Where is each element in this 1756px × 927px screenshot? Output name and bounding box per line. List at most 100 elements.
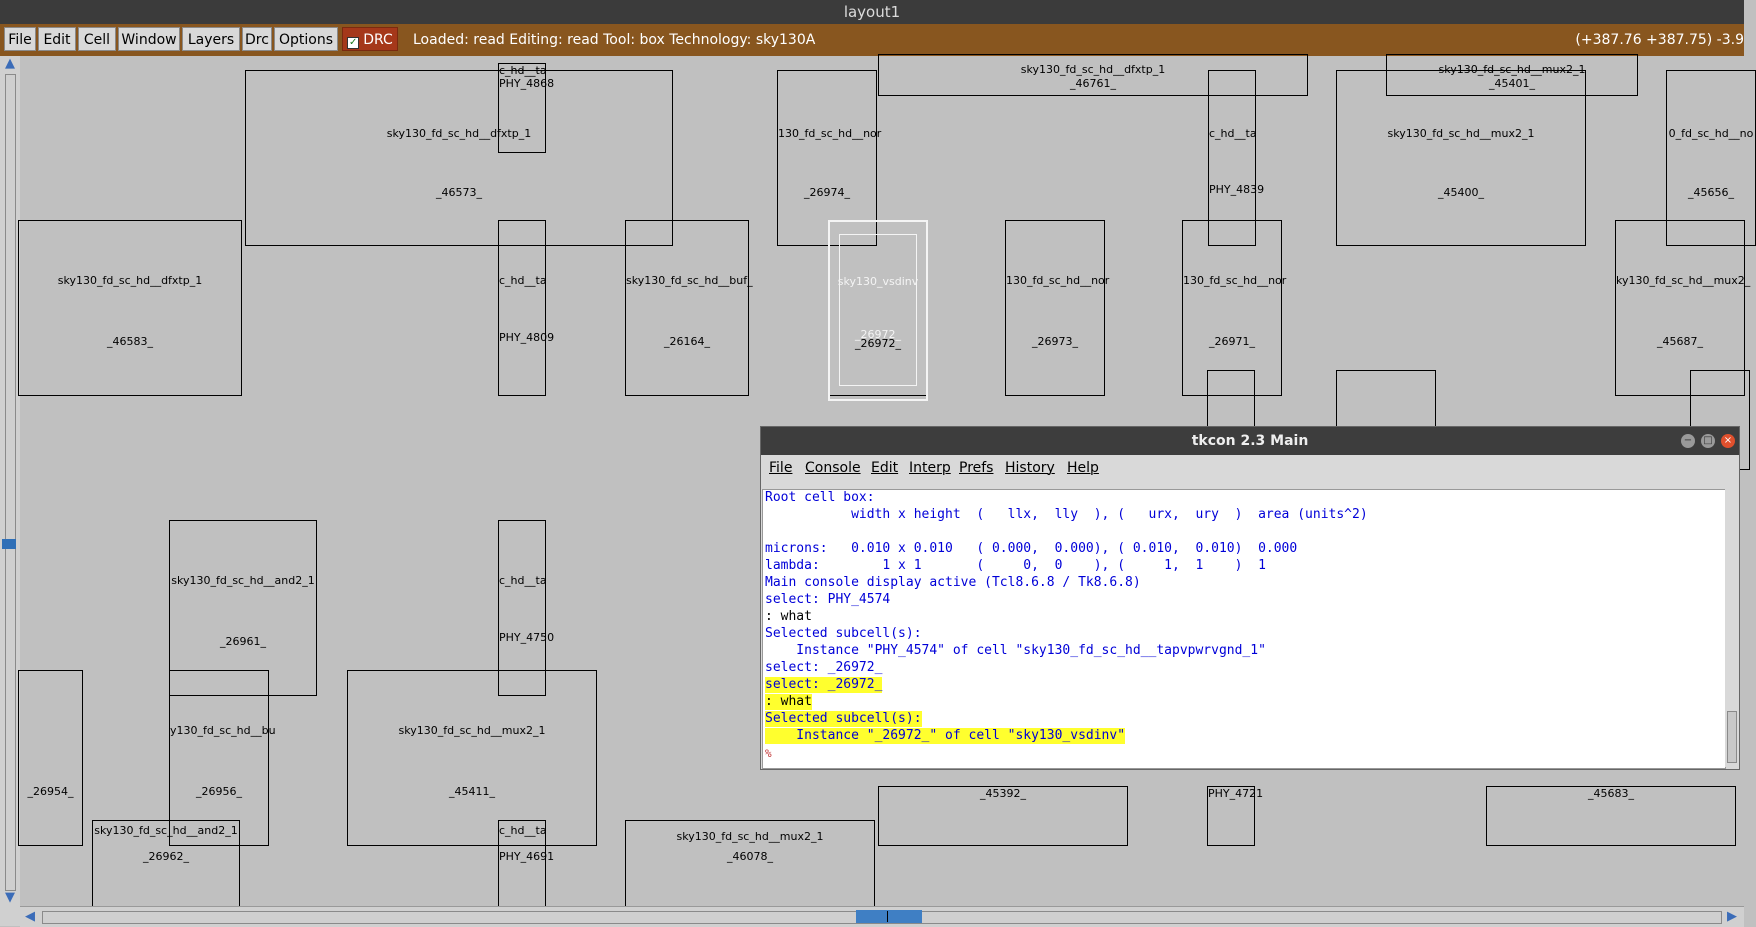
cursor-coordinates: (+387.76 +387.75) -3.9 (1575, 32, 1744, 48)
scroll-up-icon[interactable]: ▲ (5, 56, 15, 71)
console-output[interactable]: Root cell box: width x height ( llx, lly… (762, 489, 1726, 769)
cell-id: PHY_4839 (1209, 183, 1265, 196)
horizontal-scroll-thumb[interactable] (856, 910, 922, 923)
cell-name: sky130_vsdinv (837, 275, 919, 288)
cell-id: _46573_ (436, 186, 482, 199)
overlap-label: _26972_ (855, 328, 901, 341)
scroll-down-icon[interactable]: ▼ (5, 890, 15, 905)
layout-cell[interactable]: _45683_ (1486, 786, 1736, 846)
cell-id: _26962_ (143, 850, 189, 863)
tkcon-menu-interp[interactable]: Interp (909, 460, 951, 476)
menu-window[interactable]: Window (118, 27, 180, 51)
cell-id: _46078_ (727, 850, 773, 863)
layout-cell[interactable]: _26954_ (18, 670, 83, 846)
scroll-left-icon[interactable]: ◀ (25, 909, 35, 924)
console-line: Selected subcell(s): (765, 626, 922, 641)
layout-cell[interactable]: c_hd__ta PHY_4868 (498, 63, 555, 153)
scroll-right-icon[interactable]: ▶ (1727, 909, 1737, 924)
cell-name: sky130_fd_sc_hd__mux2_1 (676, 830, 824, 843)
layout-cell[interactable]: sky130_fd_sc_hd__and2_1 _26962_ (92, 820, 240, 920)
layout-cell[interactable]: y130_fd_sc_hd__bu _26956_ (169, 670, 276, 846)
console-scroll-thumb[interactable] (1727, 711, 1737, 763)
layout-cell[interactable]: sky130_fd_sc_hd__dfxtp_1 _46583_ (18, 220, 242, 396)
layout-cell[interactable]: c_hd__ta PHY_4809 (498, 220, 555, 396)
console-line: width x height ( llx, lly ), ( urx, ury … (765, 507, 1368, 522)
cell-id: _26164_ (664, 335, 710, 348)
cell-name: sky130_fd_sc_hd__mux2_1 (398, 724, 546, 737)
cell-id: PHY_4721 (1208, 787, 1264, 800)
cell-id: _26961_ (220, 635, 266, 648)
layout-cell[interactable]: sky130_fd_sc_hd__and2_1 _26961_ (169, 520, 317, 696)
tkcon-menu-help[interactable]: Help (1067, 460, 1099, 476)
vertical-scroll-track[interactable] (5, 74, 16, 891)
cell-id: _45411_ (449, 785, 495, 798)
cell-name: sky130_fd_sc_hd__dfxtp_1 (57, 274, 203, 287)
layout-cell[interactable]: 130_fd_sc_hd__nor _26973_ (1005, 220, 1109, 396)
check-icon: ✓ (347, 37, 360, 49)
cell-name: y130_fd_sc_hd__bu (170, 724, 276, 737)
console-line: select: PHY_4574 (765, 592, 891, 607)
cell-name: sky130_fd_sc_hd__buf_ (626, 274, 753, 287)
layout-cell[interactable]: sky130_fd_sc_hd__mux2_1 _45411_ (347, 670, 597, 846)
zoom-minus-icon[interactable] (2, 539, 16, 549)
console-line: Root cell box: (765, 490, 875, 505)
console-scrollbar[interactable] (1725, 489, 1737, 767)
horizontal-scrollbar[interactable]: ◀ ▶ (20, 906, 1744, 927)
status-text: Loaded: read Editing: read Tool: box Tec… (413, 32, 816, 48)
cell-name: c_hd__ta (1209, 127, 1257, 140)
tkcon-menu-console[interactable]: Console (805, 460, 861, 476)
layout-cell[interactable]: c_hd__ta PHY_4750 (498, 520, 555, 696)
cursor-box (839, 234, 917, 386)
layout-cell[interactable]: c_hd__ta PHY_4839 (1208, 70, 1265, 246)
cell-name: sky130_fd_sc_hd__dfxtp_1 (1020, 63, 1166, 76)
tkcon-menu-prefs[interactable]: Prefs (959, 460, 994, 476)
layout-cell[interactable]: PHY_4721 (1207, 786, 1264, 846)
cell-name: 130_fd_sc_hd__nor (1183, 274, 1287, 287)
cell-id: _26956_ (196, 785, 242, 798)
cell-id: PHY_4809 (499, 331, 555, 344)
minimize-icon[interactable]: − (1681, 434, 1695, 448)
layout-cell[interactable]: ky130_fd_sc_hd__mux2_ _45687_ (1615, 220, 1751, 396)
tkcon-menu-edit[interactable]: Edit (871, 460, 899, 476)
console-line: lambda: 1 x 1 ( 0, 0 ), ( 1, 1 ) 1 (765, 558, 1266, 573)
layout-cell[interactable]: sky130_fd_sc_hd__buf_ _26164_ (625, 220, 753, 396)
layout-cell[interactable]: sky130_fd_sc_hd__mux2_1 _45400_ (1336, 70, 1586, 246)
layout-cell[interactable]: c_hd__ta PHY_4691 (498, 820, 555, 920)
cell-id: PHY_4868 (499, 77, 555, 90)
menu-bar: File Edit Cell Window Layers Drc Options… (0, 24, 1744, 56)
layout-cell[interactable]: 130_fd_sc_hd__nor _26974_ (777, 70, 881, 246)
cell-id: _26973_ (1032, 335, 1078, 348)
console-line-highlighted: Selected subcell(s): (765, 711, 922, 727)
cell-id: PHY_4691 (499, 850, 555, 863)
cell-id: _45392_ (980, 787, 1026, 800)
tkcon-menu-history[interactable]: History (1005, 460, 1055, 476)
cell-id: _26972_ (855, 337, 901, 350)
cell-id: _26974_ (804, 186, 850, 199)
menu-layers[interactable]: Layers (182, 27, 240, 51)
console-prompt[interactable]: % (765, 747, 772, 760)
cell-id: _45683_ (1588, 787, 1634, 800)
layout-cell[interactable]: _45392_ (878, 786, 1128, 846)
layout-cell[interactable]: sky130_fd_sc_hd__mux2_1 _46078_ (625, 820, 875, 920)
cell-name: sky130_fd_sc_hd__dfxtp_1 (386, 127, 532, 140)
tkcon-menu-file[interactable]: File (769, 460, 793, 476)
menu-file[interactable]: File (4, 27, 36, 51)
menu-options[interactable]: Options (274, 27, 338, 51)
layout-cell[interactable]: sky130_fd_sc_hd__dfxtp_1 _46573_ (245, 70, 673, 246)
cell-name: sky130_fd_sc_hd__and2_1 (94, 824, 238, 837)
layout-cell[interactable]: sky130_fd_sc_hd__dfxtp_1 _46761_ (878, 54, 1308, 96)
console-line-highlighted: Instance "_26972_" of cell "sky130_vsdin… (765, 728, 1126, 744)
layout-cell[interactable]: 130_fd_sc_hd__nor _26971_ (1182, 220, 1287, 396)
cell-name: c_hd__ta (499, 274, 547, 287)
cell-id: PHY_4750 (499, 631, 555, 644)
drc-toggle[interactable]: ✓DRC (342, 27, 398, 51)
cell-name: sky130_fd_sc_hd__mux2_1 (1438, 63, 1586, 76)
cell-name: ky130_fd_sc_hd__mux2_ (1616, 274, 1751, 287)
close-icon[interactable]: × (1721, 434, 1735, 448)
menu-drc[interactable]: Drc (242, 27, 272, 51)
menu-edit[interactable]: Edit (38, 27, 76, 51)
cell-id: _45687_ (1657, 335, 1703, 348)
menu-cell[interactable]: Cell (78, 27, 116, 51)
layout-cell[interactable]: sky130_fd_sc_hd__mux2_1 _45401_ (1386, 54, 1638, 96)
maximize-icon[interactable]: □ (1701, 434, 1715, 448)
